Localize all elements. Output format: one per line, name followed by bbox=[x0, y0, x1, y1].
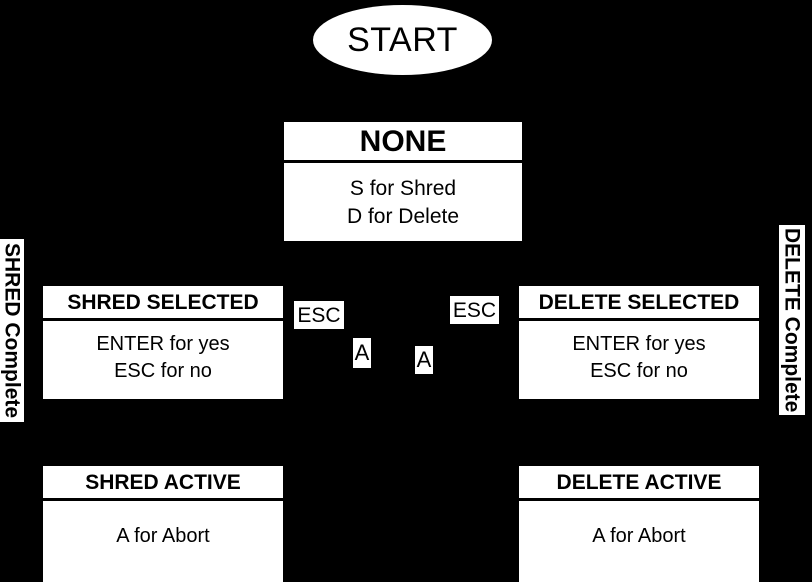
transition-label-shred-complete-text: SHRED Complete bbox=[0, 242, 24, 419]
transition-label-shred-complete: SHRED Complete bbox=[0, 239, 24, 422]
connector-none-to-delete-selected bbox=[638, 262, 641, 286]
state-body-delete-selected: ENTER for yes ESC for no bbox=[519, 321, 759, 399]
state-body-line: ESC for no bbox=[114, 360, 212, 383]
transition-label-delete-complete-text: DELETE Complete bbox=[780, 227, 804, 413]
state-body-line: ENTER for yes bbox=[572, 333, 706, 356]
state-node-delete-active[interactable]: DELETE ACTIVE A for Abort bbox=[519, 466, 759, 582]
state-title-none: NONE bbox=[284, 122, 522, 163]
state-body-line: ESC for no bbox=[590, 360, 688, 383]
state-node-shred-active[interactable]: SHRED ACTIVE A for Abort bbox=[43, 466, 283, 582]
state-body-line: ENTER for yes bbox=[96, 333, 230, 356]
state-title-delete-selected: DELETE SELECTED bbox=[519, 286, 759, 322]
state-body-line: A for Abort bbox=[592, 525, 686, 548]
transition-label-esc-left: ESC bbox=[294, 301, 344, 329]
state-body-line: A for Abort bbox=[116, 525, 210, 548]
connector-delete-selected-to-delete-active bbox=[638, 399, 641, 466]
transition-label-abort-left: A bbox=[353, 338, 371, 368]
transition-label-abort-right: A bbox=[415, 346, 433, 374]
connector-shred-selected-to-shred-active bbox=[163, 399, 166, 466]
state-node-shred-selected[interactable]: SHRED SELECTED ENTER for yes ESC for no bbox=[43, 286, 283, 399]
connector-start-to-none bbox=[402, 75, 405, 122]
transition-label-esc-right: ESC bbox=[450, 296, 499, 324]
state-title-shred-selected: SHRED SELECTED bbox=[43, 286, 283, 322]
state-body-delete-active: A for Abort bbox=[519, 501, 759, 582]
state-body-line: D for Delete bbox=[346, 204, 460, 228]
transition-label-delete-complete: DELETE Complete bbox=[779, 225, 805, 415]
state-body-none: S for Shred D for Delete bbox=[284, 163, 522, 242]
state-node-delete-selected[interactable]: DELETE SELECTED ENTER for yes ESC for no bbox=[519, 286, 759, 399]
start-node[interactable]: START bbox=[313, 5, 492, 75]
state-node-none[interactable]: NONE S for Shred D for Delete bbox=[284, 122, 522, 241]
state-body-shred-active: A for Abort bbox=[43, 501, 283, 582]
state-title-shred-active: SHRED ACTIVE bbox=[43, 466, 283, 502]
state-title-delete-active: DELETE ACTIVE bbox=[519, 466, 759, 502]
start-node-label: START bbox=[347, 21, 458, 59]
connector-none-to-shred-selected bbox=[163, 262, 166, 286]
state-body-shred-selected: ENTER for yes ESC for no bbox=[43, 321, 283, 399]
state-body-line: S for Shred bbox=[349, 176, 457, 200]
